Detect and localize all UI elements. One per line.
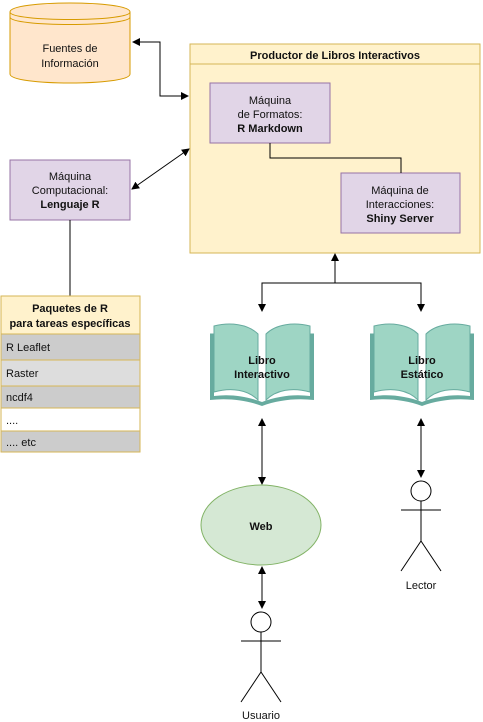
stick-figure-actor-icon	[400, 480, 442, 572]
libro-interactivo-label-2: Interactivo	[234, 369, 290, 381]
paquetes-node: Paquetes de R para tareas específicas R …	[0, 295, 141, 453]
fuentes-label-1: Fuentes de	[42, 43, 97, 55]
split-to-interactivo-edge	[258, 282, 335, 312]
computacional-label-2: Computacional:	[32, 185, 108, 197]
database-cylinder-icon	[9, 2, 131, 84]
fuentes-node: Fuentes de Información	[9, 2, 131, 84]
lector-label: Lector	[406, 580, 437, 592]
libro-interactivo-label-1: Libro	[248, 355, 276, 367]
productor-title: Productor de Libros Interactivos	[250, 50, 420, 62]
interacciones-node: Máquina de Interacciones: Shiny Server	[340, 172, 461, 234]
libro-interactivo-node: Libro Interactivo	[210, 323, 314, 406]
web-node: Web	[200, 484, 322, 566]
interacciones-label-2: Interacciones:	[366, 199, 434, 211]
lector-actor: Lector	[400, 480, 442, 592]
usuario-label: Usuario	[242, 710, 280, 722]
list-item: Raster	[6, 368, 39, 380]
formatos-label-3: R Markdown	[237, 123, 303, 135]
formatos-label-1: Máquina	[249, 95, 292, 107]
paquetes-title-2: para tareas específicas	[9, 318, 130, 330]
interacciones-label-1: Máquina de	[371, 185, 429, 197]
stick-figure-actor-icon	[240, 611, 282, 703]
computacional-label-1: Máquina	[49, 171, 92, 183]
computacional-label-3: Lenguaje R	[40, 199, 99, 211]
open-book-icon	[370, 323, 474, 406]
split-to-estatico-edge	[335, 282, 425, 312]
list-item: ....	[6, 415, 18, 427]
usuario-actor: Usuario	[240, 611, 282, 722]
list-item: ncdf4	[6, 392, 33, 404]
computacional-node: Máquina Computacional: Lenguaje R	[9, 159, 131, 221]
paquetes-title-1: Paquetes de R	[32, 303, 108, 315]
fuentes-productor-edge	[132, 38, 189, 100]
fuentes-label-2: Información	[41, 58, 98, 70]
web-label: Web	[249, 521, 272, 533]
list-item: R Leaflet	[6, 342, 50, 354]
interacciones-label-3: Shiny Server	[366, 213, 434, 225]
list-item: .... etc	[6, 437, 36, 449]
open-book-icon	[210, 323, 314, 406]
libro-estatico-label-1: Libro	[408, 355, 436, 367]
libro-estatico-label-2: Estático	[401, 369, 444, 381]
formatos-label-2: de Formatos:	[238, 109, 303, 121]
libro-estatico-node: Libro Estático	[370, 323, 474, 406]
formatos-node: Máquina de Formatos: R Markdown	[209, 82, 331, 144]
formatos-interacciones-connector	[269, 143, 402, 173]
computacional-productor-edge	[131, 148, 190, 190]
